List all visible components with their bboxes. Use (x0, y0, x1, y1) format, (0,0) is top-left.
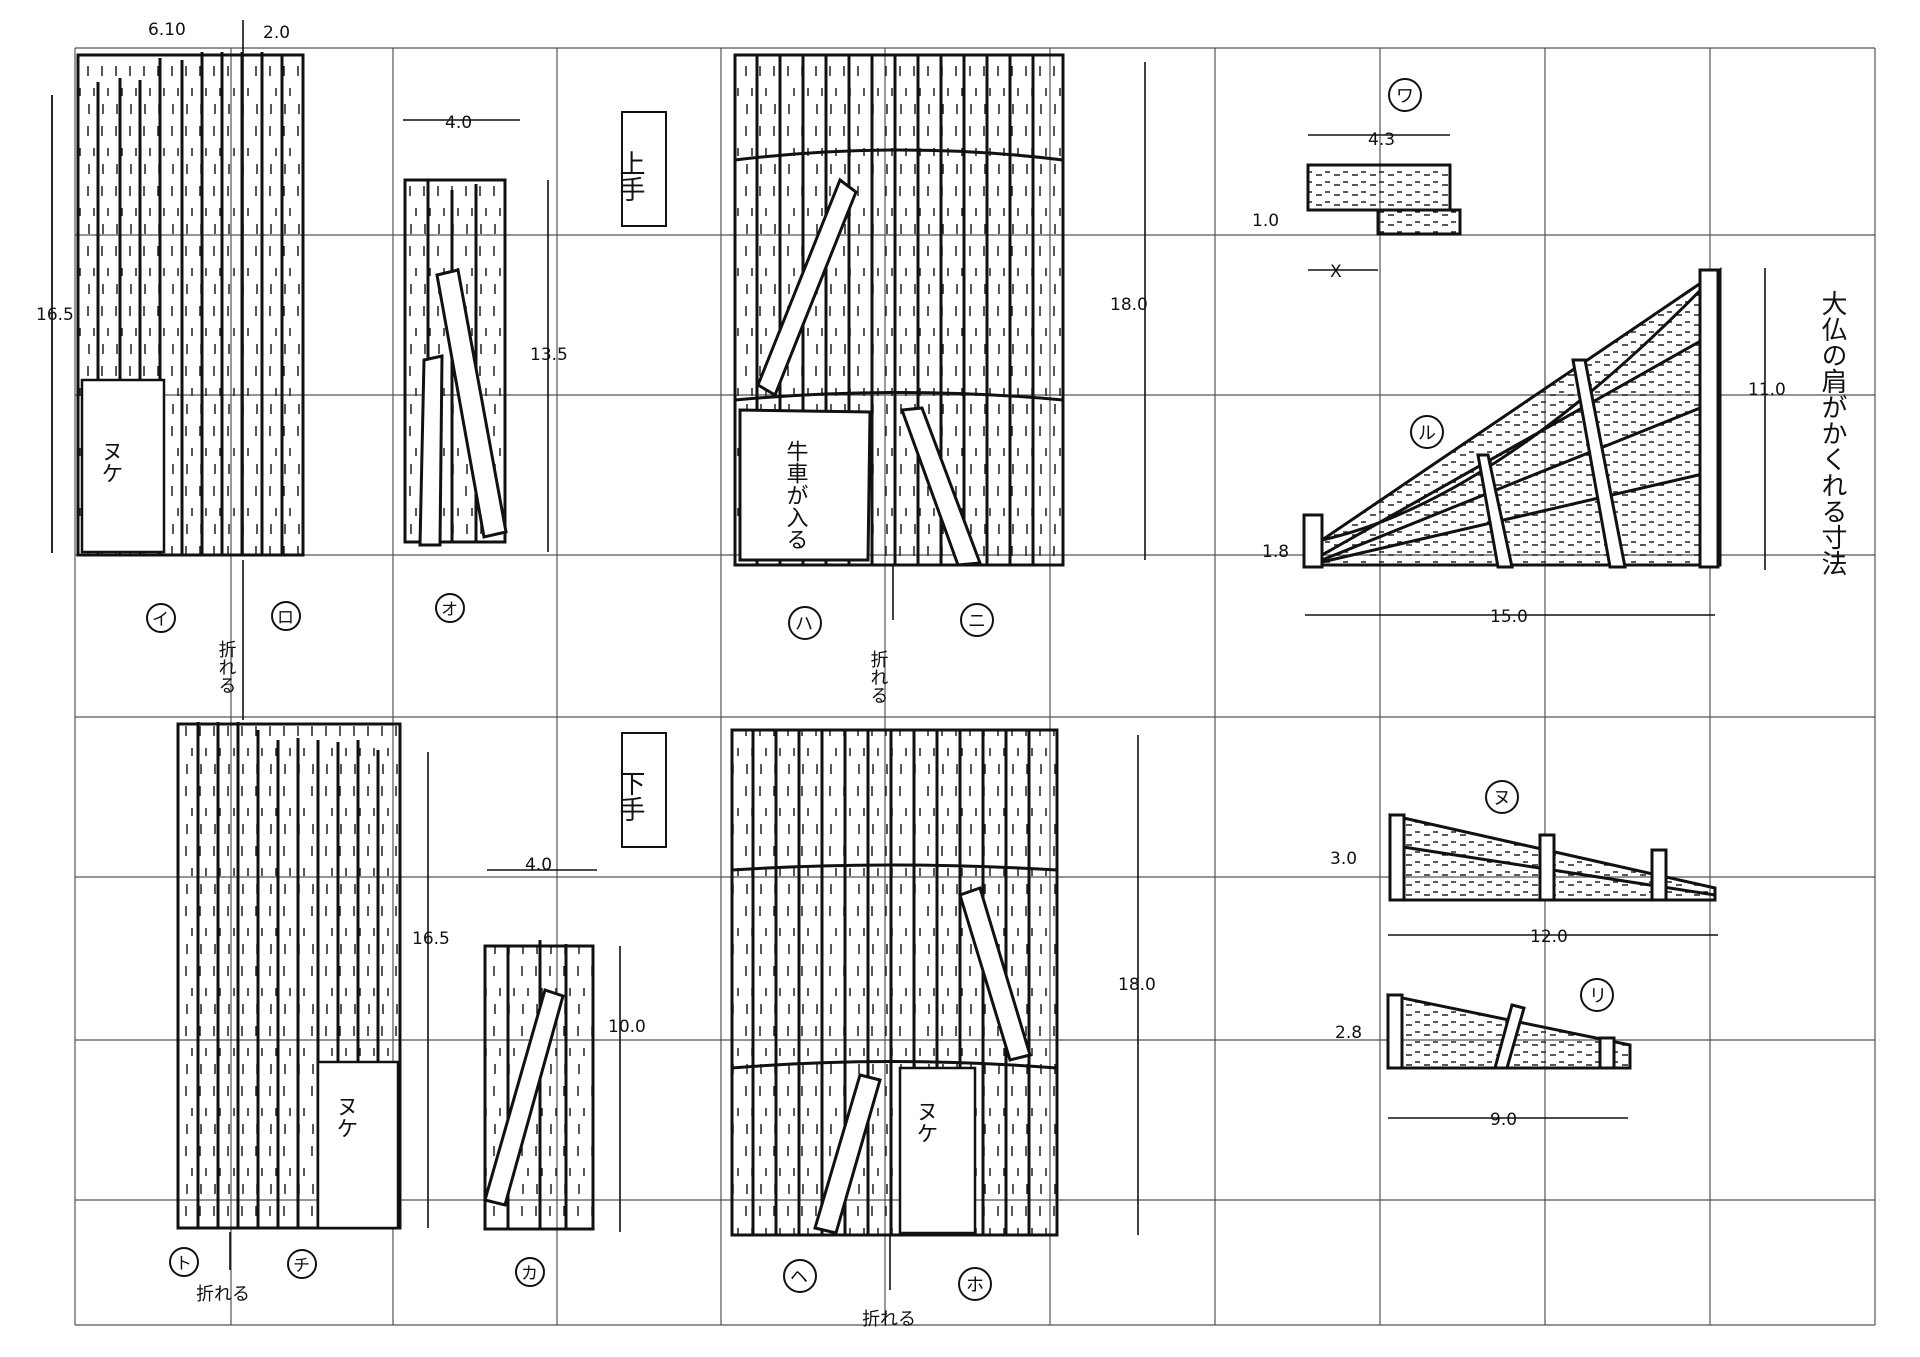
side-label-top: 上手 (615, 111, 667, 227)
side-label-bottom: 下手 (615, 732, 667, 848)
panel-i-ro: ヌケ 16.5 6.10 2.0 イ ロ 折れる (36, 20, 305, 720)
marker-nu: ヌ (1493, 788, 1511, 809)
ho-height: 18.0 (1118, 975, 1156, 995)
marker-to: ト (175, 1254, 192, 1274)
ni-height: 18.0 (1110, 295, 1148, 315)
wa-var: X (1330, 262, 1342, 282)
svg-text:上手: 上手 (615, 150, 645, 202)
panel-o: 4.0 13.5 オ (403, 113, 568, 623)
to-hole: ヌケ (333, 1095, 358, 1139)
marker-ri: リ (1589, 986, 1607, 1007)
panel-wa: ワ 4.3 1.0 X (1252, 78, 1462, 282)
dim-height: 16.5 (36, 305, 74, 325)
marker-he: ヘ (790, 1267, 808, 1288)
ha-text: 牛車が入る (783, 440, 809, 550)
nu-height: 3.0 (1330, 849, 1357, 869)
marker-o: オ (441, 600, 458, 620)
marker-ni: ニ (968, 611, 986, 632)
ru-note: 大仏の肩がかくれる寸法 (1817, 290, 1847, 576)
ru-width: 15.0 (1490, 607, 1528, 627)
panel-ru: ル 15.0 11.0 1.8 大仏の肩がかくれる寸法 (1262, 267, 1847, 627)
marker-chi: チ (293, 1256, 310, 1276)
marker-i: イ (152, 610, 169, 630)
panel-to-chi: ヌケ 16.5 ト チ 折れる (169, 722, 450, 1305)
he-hole: ヌケ (913, 1100, 938, 1144)
ka-width: 4.0 (525, 855, 552, 875)
dim-top-2: 2.0 (263, 23, 290, 43)
wa-height: 1.0 (1252, 211, 1279, 231)
marker-ka: カ (521, 1264, 538, 1284)
o-width: 4.0 (445, 113, 472, 133)
marker-wa: ワ (1396, 86, 1414, 107)
nu-width: 12.0 (1530, 927, 1568, 947)
panel-ha-ni: 牛車が入る 18.0 ハ ニ 折れる (733, 53, 1148, 704)
fold-label-left-bottom: 折れる (196, 1284, 250, 1305)
fold-label-center-bottom: 折れる (862, 1309, 916, 1330)
o-height: 13.5 (530, 345, 568, 365)
marker-ro: ロ (277, 608, 294, 628)
svg-text:下手: 下手 (615, 770, 645, 822)
panel-he-ho: ヌケ 18.0 ヘ ホ 折れる (730, 728, 1156, 1330)
marker-ho: ホ (966, 1275, 984, 1296)
dim-top-1: 6.10 (148, 20, 186, 40)
marker-ru: ル (1418, 423, 1436, 444)
marker-i-circle (146, 603, 176, 633)
ri-width: 9.0 (1490, 1110, 1517, 1130)
wa-width: 4.3 (1368, 130, 1395, 150)
panel-nu: ヌ 3.0 12.0 (1330, 780, 1718, 947)
ri-height: 2.8 (1335, 1023, 1362, 1043)
panel-ka: 4.0 10.0 カ (483, 855, 646, 1287)
panel-ri: リ 2.8 9.0 (1335, 978, 1632, 1130)
marker-ro-circle (271, 601, 301, 631)
fold-label-top-left: 折れる (216, 640, 237, 694)
ka-height: 10.0 (608, 1017, 646, 1037)
chi-height: 16.5 (412, 929, 450, 949)
fold-label-center-top: 折れる (868, 650, 889, 704)
marker-ha: ハ (795, 614, 813, 635)
ru-small: 1.8 (1262, 542, 1289, 562)
ru-height: 11.0 (1748, 380, 1786, 400)
hole-label: ヌケ (98, 440, 123, 484)
